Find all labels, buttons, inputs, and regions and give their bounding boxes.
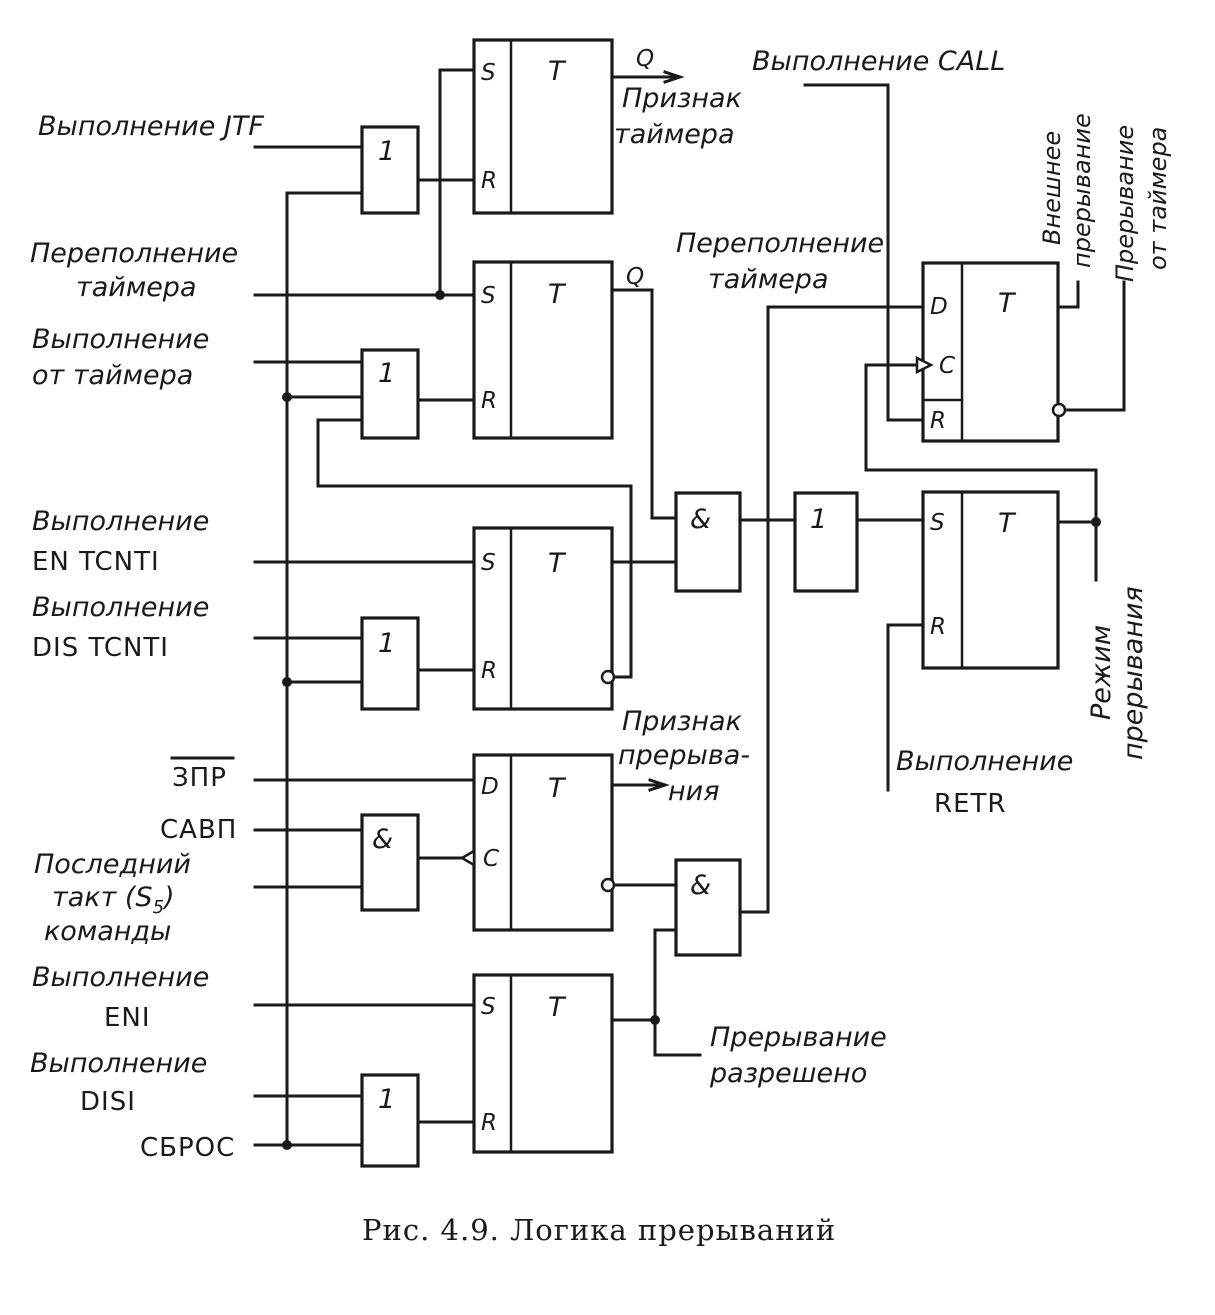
label-call: Выполнение CALL — [752, 46, 1005, 77]
label-mode-1: Режим — [1086, 625, 1117, 720]
pin-r: R — [481, 168, 497, 194]
pin-d: D — [481, 774, 499, 800]
or-gate-from-timer: 1 — [360, 348, 420, 440]
label-jtf: Выполнение JTF — [38, 111, 264, 142]
label-overflow-2: таймера — [76, 272, 197, 303]
or-gate-jtf: 1 — [360, 125, 420, 215]
or-gate-mode: 1 — [793, 491, 859, 593]
or-gate-disi: 1 — [360, 1073, 420, 1168]
label-timer-interrupt-2: от таймера — [1144, 127, 1172, 270]
label-dis-tcnti-2: DIS TCNTI — [32, 633, 169, 663]
label-eni-1: Выполнение — [32, 962, 209, 993]
label-en-tcnti-1: Выполнение — [32, 506, 209, 537]
label-zpr: ЗПР — [172, 763, 227, 793]
input-labels: Выполнение JTF Переполнение таймера Выпо… — [30, 111, 264, 1163]
label-mode-2: прерывания — [1118, 586, 1149, 760]
and-gate-timer: & — [674, 491, 742, 593]
pin-r: R — [930, 614, 946, 640]
pin-s: S — [481, 60, 496, 86]
figure-caption: Рис. 4.9. Логика прерываний — [362, 1213, 836, 1247]
pin-r: R — [481, 388, 497, 414]
label-en-tcnti-2: EN TCNTI — [32, 547, 160, 577]
pin-d: D — [930, 294, 948, 320]
inverted-output — [600, 669, 616, 685]
trigger-tcnti: S R T — [472, 526, 616, 711]
label-last-cycle-4: команды — [44, 916, 171, 947]
label-retr-1: Выполнение — [896, 746, 1073, 777]
label-overflow-right-2: таймера — [708, 264, 829, 295]
label-last-cycle-1: Последний — [34, 849, 191, 880]
trigger-interrupt-enable: S R T — [472, 973, 614, 1154]
output-labels: Q Признак таймера Q Выполнение CALL Пере… — [614, 46, 1172, 1089]
label-savp: САВП — [160, 815, 237, 845]
pin-s: S — [481, 994, 496, 1020]
label-disi-1: Выполнение — [30, 1048, 207, 1079]
label-ext-interrupt-2: прерывание — [1068, 113, 1096, 268]
and-gate-external: & — [674, 858, 742, 957]
wires — [253, 68, 1126, 1147]
pin-c: C — [483, 846, 499, 872]
label-q1: Q — [636, 46, 654, 72]
label-timer-flag-2: таймера — [614, 119, 735, 150]
pin-r: R — [930, 408, 946, 434]
trigger-symbol: T — [998, 508, 1017, 539]
label-from-timer-2: от таймера — [32, 360, 193, 391]
label-ext-interrupt-1: Внешнее — [1038, 131, 1066, 245]
label-interrupt-flag-1: Признак — [622, 706, 743, 737]
inverted-output — [600, 877, 616, 893]
trigger-timer-flag: S R T — [472, 38, 614, 215]
pin-r: R — [481, 1110, 497, 1136]
label-interrupt-enabled-2: разрешено — [709, 1058, 867, 1089]
and-gate-clock: & — [360, 813, 420, 912]
gate-symbol: 1 — [378, 1084, 395, 1115]
trigger-symbol: T — [548, 548, 567, 579]
label-timer-interrupt-1: Прерывание — [1111, 125, 1139, 282]
or-gate-dis-tcnti: 1 — [360, 616, 420, 711]
label-overflow-1: Переполнение — [30, 238, 238, 269]
gate-symbol: 1 — [378, 628, 395, 659]
label-disi-2: DISI — [80, 1087, 136, 1117]
junction-dots — [282, 290, 1101, 1150]
gate-symbol: 1 — [810, 504, 827, 535]
label-q2: Q — [626, 264, 644, 290]
gate-symbol: & — [690, 504, 711, 535]
trigger-interrupt-source: D C R T — [915, 261, 1067, 443]
label-retr-2: RETR — [934, 789, 1006, 819]
pin-c: C — [939, 353, 955, 379]
trigger-interrupt-mode: S R T — [921, 490, 1060, 670]
label-interrupt-enabled-1: Прерывание — [710, 1022, 887, 1053]
label-from-timer-1: Выполнение — [32, 324, 209, 355]
trigger-timer-overflow: S R T — [472, 260, 614, 440]
trigger-symbol: T — [548, 992, 567, 1023]
pin-s: S — [481, 283, 496, 309]
inverted-output — [1051, 402, 1067, 418]
label-interrupt-flag-2: прерыва- — [618, 740, 750, 771]
label-last-cycle-2: такт (S5) — [52, 882, 175, 918]
trigger-symbol: T — [548, 279, 567, 310]
pin-s: S — [481, 550, 496, 576]
trigger-interrupt-flag: D C T — [459, 753, 616, 932]
trigger-symbol: T — [548, 773, 567, 804]
clock-edge-marker — [915, 355, 934, 375]
gate-symbol: 1 — [378, 358, 395, 389]
trigger-symbol: T — [998, 288, 1017, 319]
pin-s: S — [930, 510, 945, 536]
label-interrupt-flag-3: ния — [668, 776, 719, 807]
gate-symbol: & — [690, 870, 711, 901]
clock-edge-marker — [459, 848, 476, 868]
pin-r: R — [481, 658, 497, 684]
label-dis-tcnti-1: Выполнение — [32, 592, 209, 623]
label-reset: СБРОС — [140, 1133, 235, 1163]
label-eni-2: ENI — [104, 1003, 151, 1033]
label-timer-flag-1: Признак — [622, 83, 743, 114]
label-overflow-right-1: Переполнение — [676, 228, 884, 259]
gate-symbol: & — [372, 824, 393, 855]
gate-symbol: 1 — [378, 136, 395, 167]
trigger-symbol: T — [548, 56, 567, 87]
